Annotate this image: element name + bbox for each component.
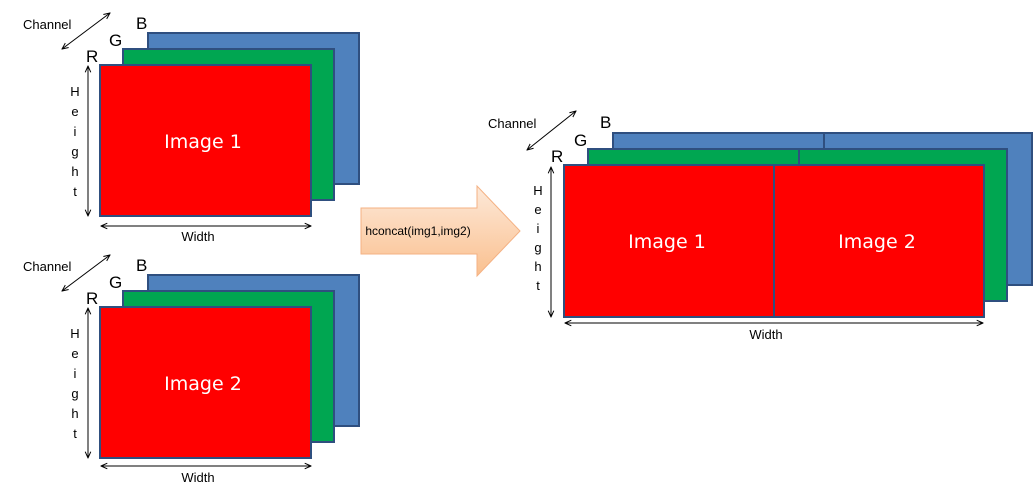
channel-b-label: B (136, 14, 147, 33)
output-image-1-label: Image 1 (628, 231, 706, 253)
height-letter: H (70, 84, 79, 99)
channel-r-label: R (551, 147, 563, 166)
width-label: Width (181, 470, 214, 485)
width-label: Width (749, 327, 782, 342)
channel-arrow (62, 13, 110, 49)
height-letter: t (73, 184, 77, 199)
channel-r-label: R (86, 47, 98, 66)
channel-g-label: G (109, 31, 122, 50)
height-letter: H (70, 326, 79, 341)
height-letter: h (71, 164, 78, 179)
operation-label: hconcat(img1,img2) (365, 224, 470, 238)
image-1-label: Image 1 (164, 131, 242, 153)
red-channel-plane (99, 64, 312, 217)
height-letter: H (533, 183, 542, 198)
channel-g-label: G (109, 273, 122, 292)
channel-b-label: B (136, 256, 147, 275)
channel-label: Channel (488, 116, 537, 131)
red-channel-plane-right (773, 164, 985, 318)
height-letter: t (536, 278, 540, 293)
channel-arrow (527, 111, 576, 150)
hconcat-operation-arrow: hconcat(img1,img2) (360, 184, 521, 278)
height-letter: h (534, 259, 541, 274)
channel-r-label: R (86, 289, 98, 308)
height-letter: i (537, 221, 540, 236)
height-letter: h (71, 406, 78, 421)
height-letter: g (71, 144, 78, 159)
channel-label: Channel (23, 259, 72, 274)
height-letter: t (73, 426, 77, 441)
output-image-2-label: Image 2 (838, 231, 916, 253)
height-letter: i (74, 124, 77, 139)
red-channel-plane-left (563, 164, 775, 318)
block-arrow-shape (360, 184, 521, 278)
width-label: Width (181, 229, 214, 244)
image-2-label: Image 2 (164, 373, 242, 395)
height-letter: i (74, 366, 77, 381)
channel-label: Channel (23, 17, 72, 32)
red-channel-plane (99, 306, 312, 459)
height-letter: e (71, 346, 78, 361)
height-letter: g (71, 386, 78, 401)
height-letter: e (534, 202, 541, 217)
height-letter: e (71, 104, 78, 119)
channel-b-label: B (600, 113, 611, 132)
height-letter: g (534, 240, 541, 255)
channel-arrow (62, 255, 110, 291)
channel-g-label: G (574, 131, 587, 150)
